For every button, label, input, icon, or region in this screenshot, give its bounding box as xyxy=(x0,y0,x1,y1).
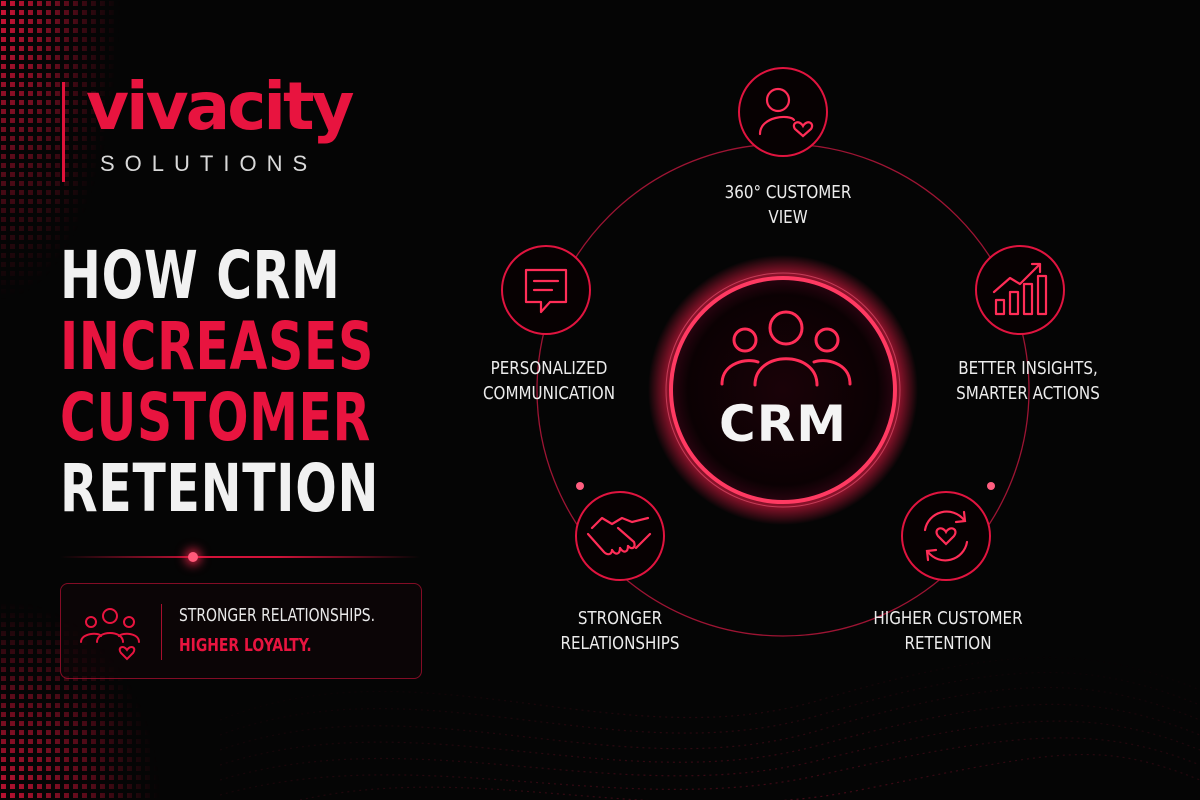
label-line: BETTER INSIGHTS, xyxy=(958,358,1098,379)
node-customer-view xyxy=(738,67,828,157)
title-line-3: CUSTOMER xyxy=(60,379,372,456)
people-group-icon xyxy=(720,310,852,387)
center-circle xyxy=(669,276,897,504)
center-label: CRM xyxy=(719,395,847,453)
node-retention xyxy=(901,491,991,581)
brand-subtitle: SOLUTIONS xyxy=(100,151,318,176)
label-line: STRONGER xyxy=(577,608,663,629)
cycle-heart-icon xyxy=(923,510,969,562)
orbit-dot xyxy=(576,482,584,490)
bar-chart-up-icon xyxy=(992,262,1048,316)
brand-logo: vivacity xyxy=(86,68,355,145)
tagline-line-1: STRONGER RELATIONSHIPS. xyxy=(179,605,376,626)
divider-glow-dot xyxy=(188,552,198,562)
label-line: HIGHER CUSTOMER xyxy=(873,608,1023,629)
user-heart-icon xyxy=(758,87,814,138)
tagline-separator xyxy=(161,604,162,660)
title-line-2: INCREASES xyxy=(60,308,375,385)
label-line: SMARTER ACTIONS xyxy=(956,383,1100,404)
label-line: 360° CUSTOMER xyxy=(724,182,852,203)
center-inner-ring xyxy=(665,272,901,508)
label-communication: PERSONALIZED COMMUNICATION xyxy=(483,356,615,406)
node-insights xyxy=(975,245,1065,335)
title-line-4: RETENTION xyxy=(60,450,380,527)
logo-accent-bar xyxy=(62,82,65,182)
tagline-card: STRONGER RELATIONSHIPS. HIGHER LOYALTY. xyxy=(60,583,422,679)
label-line: RETENTION xyxy=(904,633,992,654)
label-customer-view: 360° CUSTOMER VIEW xyxy=(725,180,852,230)
label-relationships: STRONGER RELATIONSHIPS xyxy=(560,606,679,656)
title-line-1: HOW CRM xyxy=(60,237,341,314)
orbit-dot xyxy=(987,482,995,490)
label-line: PERSONALIZED xyxy=(490,358,608,379)
page-title: HOW CRM INCREASES CUSTOMER RETENTION xyxy=(60,240,491,524)
title-divider xyxy=(60,556,420,558)
chat-message-icon xyxy=(524,268,568,314)
label-line: COMMUNICATION xyxy=(482,383,616,404)
team-heart-icon xyxy=(80,608,140,661)
handshake-icon xyxy=(586,516,652,556)
node-relationships xyxy=(575,491,665,581)
label-line: VIEW xyxy=(768,207,808,228)
label-retention: HIGHER CUSTOMER RETENTION xyxy=(873,606,1022,656)
label-insights: BETTER INSIGHTS, SMARTER ACTIONS xyxy=(956,356,1100,406)
node-communication xyxy=(501,245,591,335)
tagline-line-2: HIGHER LOYALTY. xyxy=(179,635,312,656)
label-line: RELATIONSHIPS xyxy=(560,633,680,654)
